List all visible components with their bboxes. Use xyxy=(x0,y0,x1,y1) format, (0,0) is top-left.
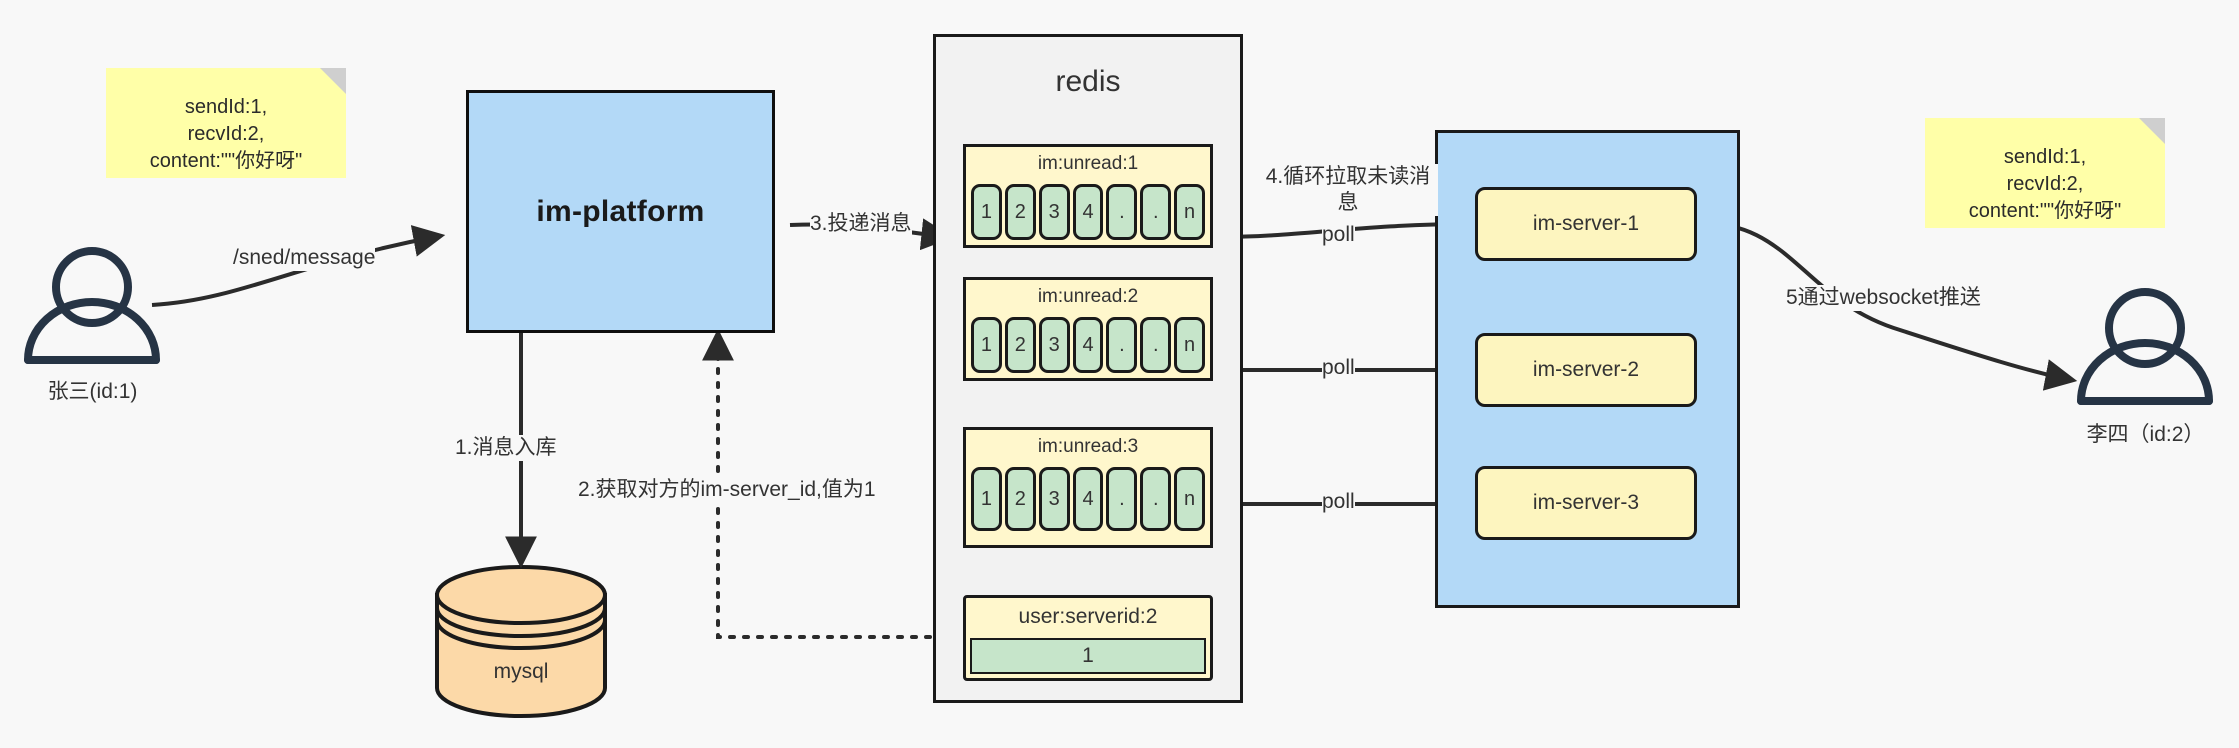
edge-label-step-2: 2.获取对方的im-server_id,值为1 xyxy=(578,477,876,503)
actor-label-receiver: 李四（id:2） xyxy=(2086,423,2205,446)
list-cell: 3 xyxy=(1038,184,1070,240)
edge-sender-to-platform xyxy=(151,225,446,307)
redis-list-2[interactable]: im:unread:2 1 2 3 4 . . n xyxy=(963,277,1213,381)
list-cell: . xyxy=(1140,184,1172,240)
list-cell: . xyxy=(1106,317,1138,373)
list-cell: . xyxy=(1140,317,1172,373)
edge-label-step-1: 1.消息入库 xyxy=(455,435,557,461)
mysql-label: mysql xyxy=(493,660,549,683)
list-cell: 2 xyxy=(1004,184,1036,240)
list-cell: . xyxy=(1106,467,1138,531)
user-icon-sender xyxy=(24,247,160,364)
note-left-line-1: sendId:1, xyxy=(184,96,268,118)
list-cell: 1 xyxy=(971,467,1002,531)
note-left-line-2: recvId:2, xyxy=(187,123,265,145)
list-cell: n xyxy=(1174,184,1206,240)
edge-server-to-receiver xyxy=(1687,221,2078,391)
note-left-line-3: content:""你好呀" xyxy=(149,150,303,172)
note-fold-icon xyxy=(2139,118,2165,144)
redis-kv-value: 1 xyxy=(970,638,1206,674)
edge-label-step-4: 4.循环拉取未读消息 xyxy=(1258,164,1438,216)
list-cell: 3 xyxy=(1038,317,1070,373)
redis-list-3-cells: 1 2 3 4 . . n xyxy=(971,467,1206,531)
edge-label-step-3: 3.投递消息 xyxy=(810,211,912,237)
im-platform-box[interactable]: im-platform xyxy=(466,90,775,333)
redis-list-3-key: im:unread:3 xyxy=(1037,436,1139,457)
redis-list-2-cells: 1 2 3 4 . . n xyxy=(971,317,1206,373)
edge-label-poll-3: poll xyxy=(1322,489,1355,515)
redis-title: redis xyxy=(1055,65,1121,98)
redis-list-1-cells: 1 2 3 4 . . n xyxy=(971,184,1206,240)
edge-redis-to-platform-dotted xyxy=(702,328,960,639)
list-cell: n xyxy=(1174,317,1206,373)
redis-list-3[interactable]: im:unread:3 1 2 3 4 . . n xyxy=(963,427,1213,548)
note-left: sendId:1, recvId:2, content:""你好呀" xyxy=(106,68,346,178)
edge-label-poll-2: poll xyxy=(1322,355,1355,381)
redis-kv-user-serverid[interactable]: user:serverid:2 1 xyxy=(963,595,1213,681)
user-icon-receiver xyxy=(2077,288,2213,405)
list-cell: . xyxy=(1140,467,1172,531)
list-cell: 3 xyxy=(1038,467,1070,531)
redis-list-2-key: im:unread:2 xyxy=(1037,286,1139,307)
note-fold-icon xyxy=(320,68,346,94)
note-right: sendId:1, recvId:2, content:""你好呀" xyxy=(1925,118,2165,228)
edge-label-send-message: /sned/message xyxy=(233,245,376,271)
note-right-line-1: sendId:1, xyxy=(2003,146,2087,168)
im-server-2[interactable]: im-server-2 xyxy=(1475,333,1697,407)
redis-list-1[interactable]: im:unread:1 1 2 3 4 . . n xyxy=(963,144,1213,248)
list-cell: 2 xyxy=(1004,317,1036,373)
redis-list-1-key: im:unread:1 xyxy=(1037,153,1139,174)
redis-kv-key: user:serverid:2 xyxy=(1018,605,1158,628)
list-cell: 4 xyxy=(1072,467,1104,531)
list-cell: n xyxy=(1174,467,1206,531)
note-right-line-2: recvId:2, xyxy=(2006,173,2084,195)
note-right-line-3: content:""你好呀" xyxy=(1968,200,2122,222)
mysql-cylinder xyxy=(435,565,607,718)
list-cell: . xyxy=(1106,184,1138,240)
im-server-3[interactable]: im-server-3 xyxy=(1475,466,1697,540)
list-cell: 1 xyxy=(971,317,1002,373)
list-cell: 4 xyxy=(1072,317,1104,373)
actor-label-sender: 张三(id:1) xyxy=(47,380,138,403)
edge-label-poll-1: poll xyxy=(1322,222,1355,248)
edge-label-step-5: 5通过websocket推送 xyxy=(1786,285,1981,311)
list-cell: 4 xyxy=(1072,184,1104,240)
list-cell: 1 xyxy=(971,184,1002,240)
im-server-1[interactable]: im-server-1 xyxy=(1475,187,1697,261)
list-cell: 2 xyxy=(1004,467,1036,531)
